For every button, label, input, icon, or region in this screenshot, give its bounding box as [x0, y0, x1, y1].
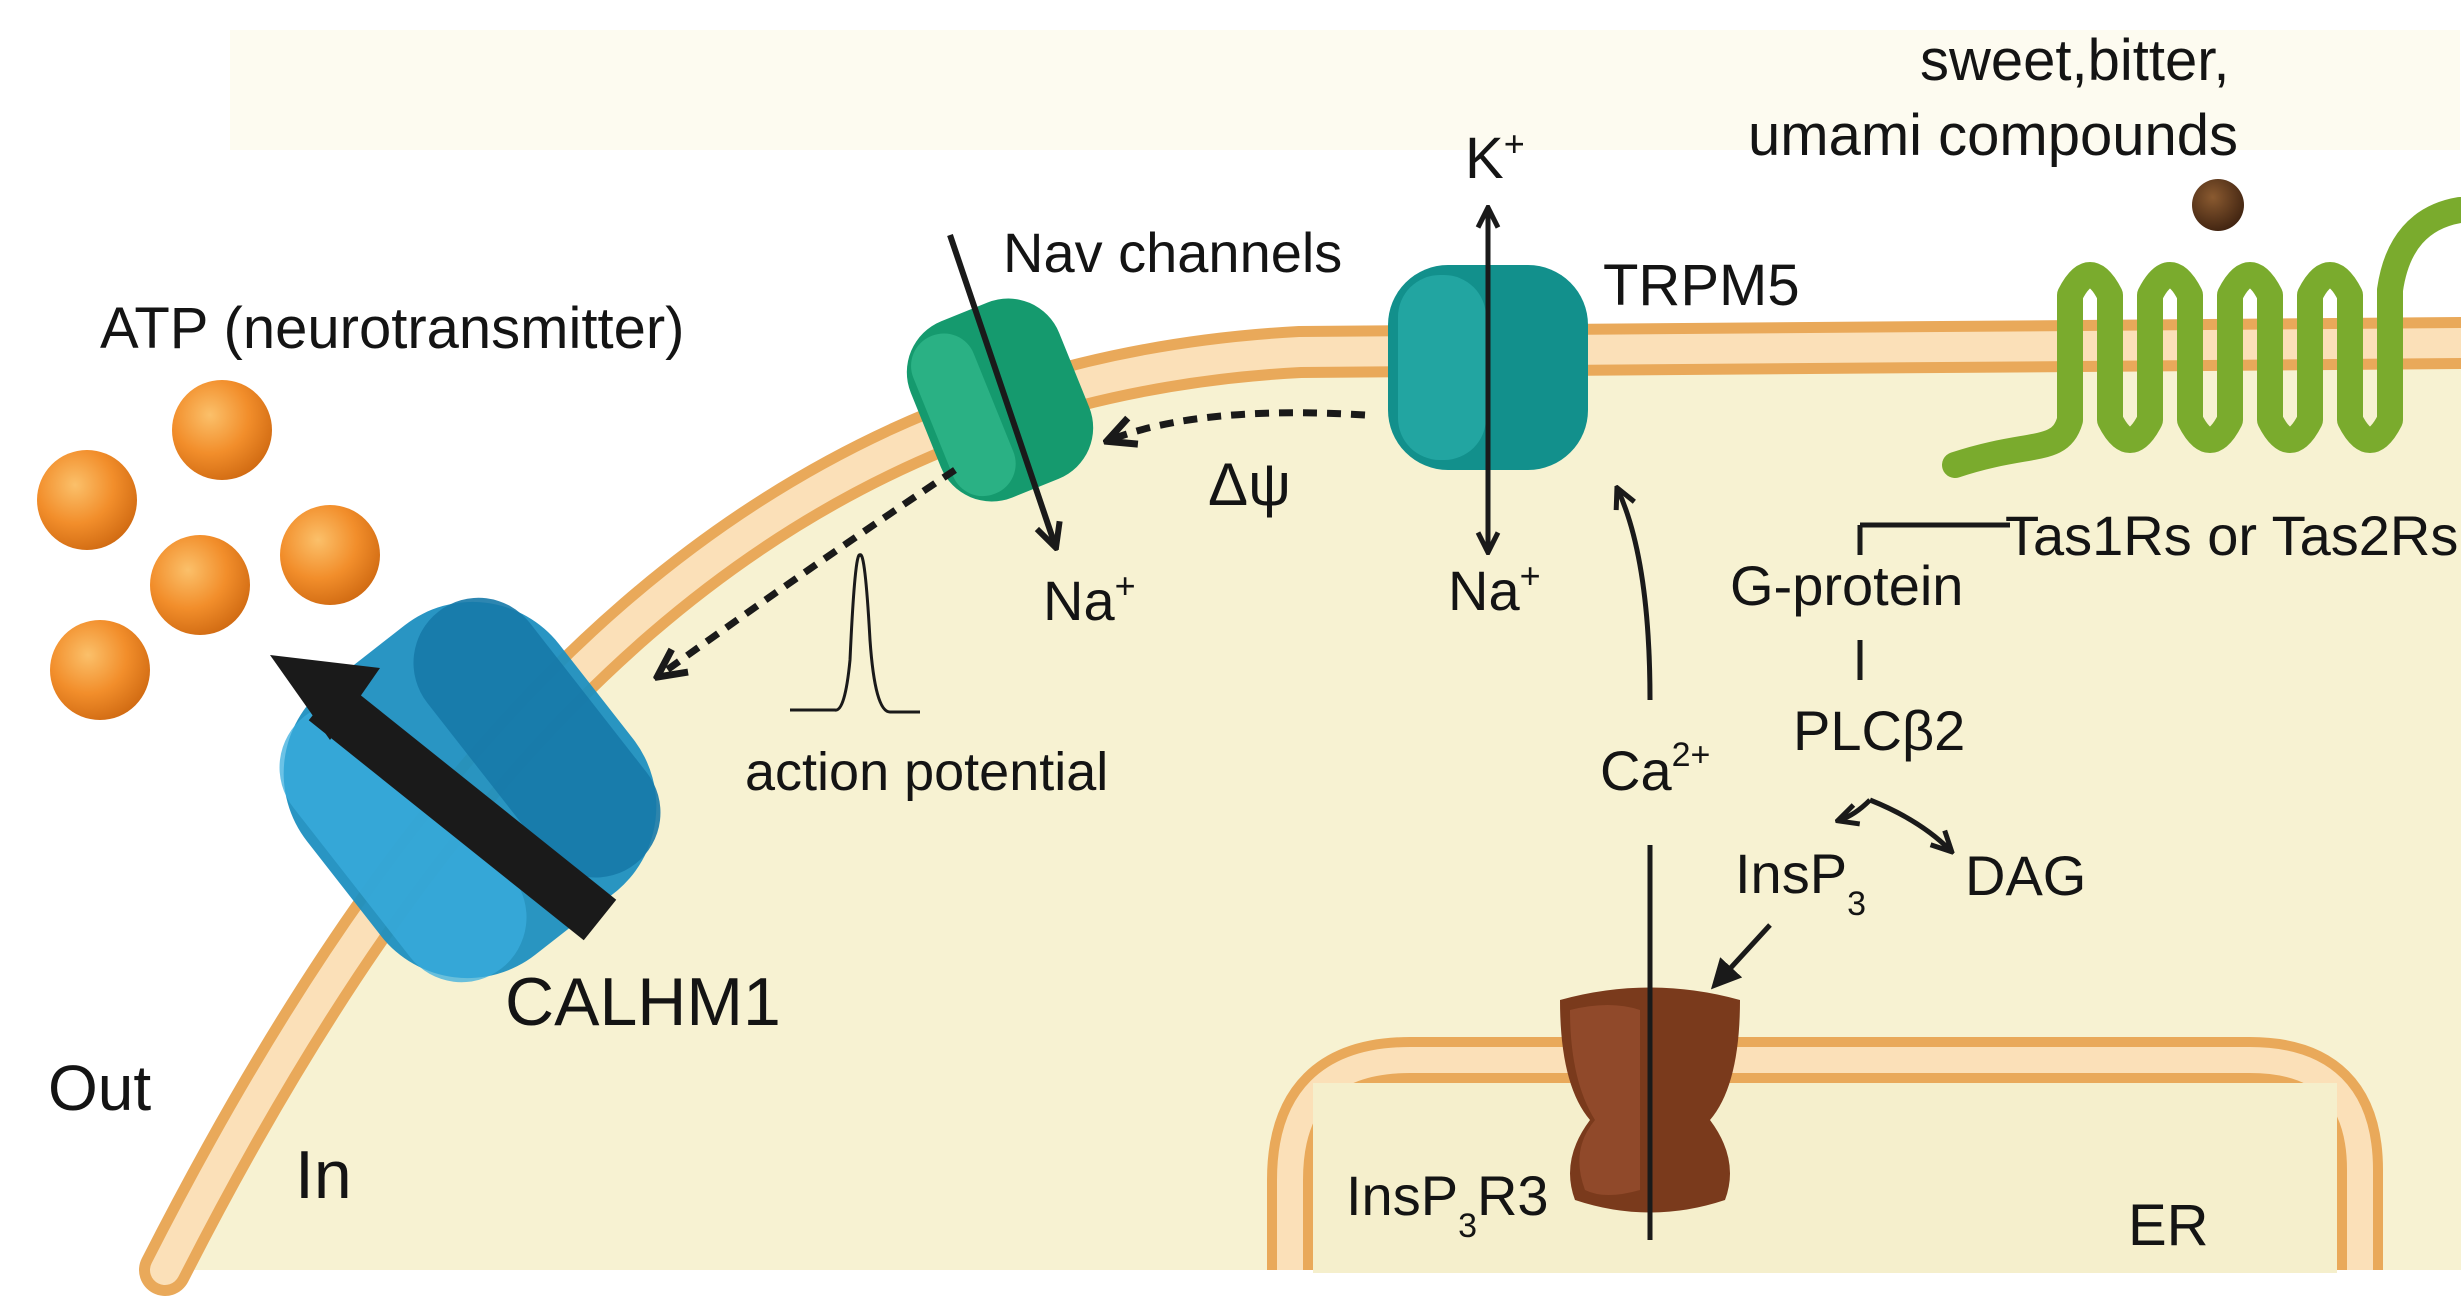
er-label: ER: [2128, 1193, 2209, 1258]
calhm1-label: CALHM1: [505, 964, 781, 1040]
plasma-membrane-core: [150, 328, 2461, 1285]
orange-sphere-icon: [37, 450, 137, 550]
tas-receptors-label: Tas1Rs or Tas2Rs: [2005, 504, 2458, 567]
dag-label: DAG: [1965, 844, 2086, 907]
er-lumen: [1313, 1083, 2337, 1273]
plc-to-insp3-arrow: [1840, 798, 1872, 820]
plc-to-dag-arrow: [1869, 797, 1950, 850]
atp-molecules: [37, 380, 380, 720]
delta-psi-label: Δψ: [1208, 451, 1291, 518]
atp-label: ATP (neurotransmitter): [100, 296, 684, 361]
compounds-line1: sweet,bitter,: [1920, 28, 2229, 93]
ca-to-trpm5-arrow: [1618, 490, 1653, 701]
g-protein-label: G-protein: [1730, 554, 1963, 617]
compounds-line2: umami compounds: [1748, 103, 2238, 168]
action-potential-label: action potential: [745, 742, 1108, 802]
orange-sphere-icon: [172, 380, 272, 480]
na-trpm5-label: Na+: [1448, 555, 1541, 622]
plcb2-label: PLCβ2: [1793, 699, 1965, 762]
action-potential-arrow: [660, 467, 957, 675]
orange-sphere-icon: [150, 535, 250, 635]
na-nav-label: Na+: [1043, 565, 1136, 632]
k-ion-label: K+: [1465, 123, 1525, 191]
insp3-to-ip3r-arrow: [1710, 923, 1772, 990]
orange-sphere-icon: [280, 505, 380, 605]
depolarization-arrow: [1110, 409, 1366, 440]
extracellular-tint: [230, 30, 2460, 150]
in-label: In: [295, 1137, 352, 1213]
gpcr-receptor-icon: [1942, 197, 2461, 478]
out-label: Out: [48, 1052, 151, 1124]
action-potential-icon: [790, 553, 920, 714]
ligand-sphere-icon: [2192, 179, 2244, 231]
nav-flux-arrow: [947, 234, 1055, 545]
orange-sphere-icon: [50, 620, 150, 720]
ca-ion-label: Ca2+: [1600, 736, 1710, 802]
er-membrane-core: [1277, 1047, 2373, 1270]
trpm5-label: TRPM5: [1603, 253, 1800, 318]
nav-channel-icon: [906, 298, 1094, 502]
insp3-label: InsP3: [1735, 842, 1866, 923]
calhm1-efflux-arrow: [270, 655, 617, 941]
nav-channels-label: Nav channels: [1003, 221, 1342, 284]
insp3r3-label: InsP3R3: [1346, 1164, 1549, 1245]
